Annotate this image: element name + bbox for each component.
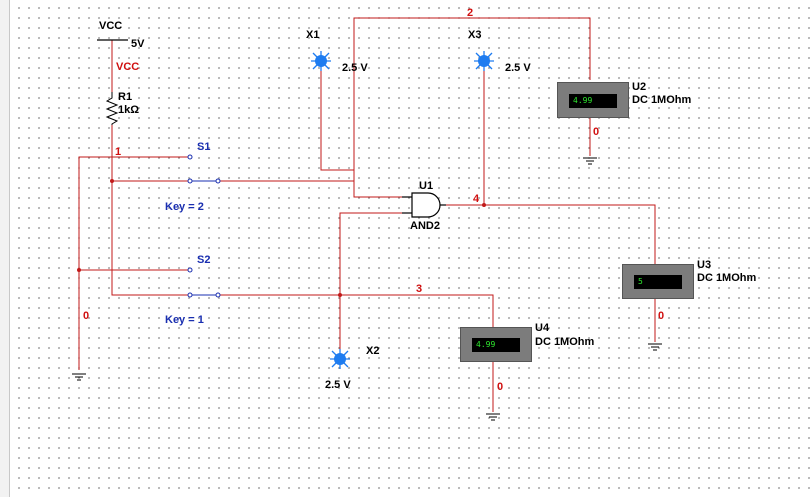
ground-symbol	[583, 157, 597, 165]
net-label-1: 1	[115, 146, 122, 158]
vcc-net-label: VCC	[116, 61, 140, 73]
voltmeter-u4[interactable]: 4.99	[460, 327, 532, 362]
u2-mode: DC 1MOhm	[632, 94, 692, 106]
vcc-label: VCC	[99, 20, 123, 32]
wire-net-2-gate[interactable]	[353, 181, 412, 198]
wire-net-1[interactable]	[78, 156, 190, 370]
u3-ground-net-label: 0	[658, 310, 665, 322]
r1-name: R1	[118, 91, 133, 103]
x3-voltage: 2.5 V	[505, 62, 531, 74]
wire-net-3-gate[interactable]	[339, 212, 412, 350]
meter-display: 4.99	[472, 338, 520, 352]
r1-value: 1kΩ	[118, 104, 140, 116]
vcc-value: 5V	[131, 38, 145, 50]
s1-key: Key = 2	[165, 201, 204, 213]
u2-ground-net-label: 0	[593, 126, 600, 138]
u3-name: U3	[697, 259, 712, 271]
u2-name: U2	[632, 81, 647, 93]
switch-s1[interactable]	[187, 154, 221, 184]
ground-symbol	[648, 343, 662, 351]
junction-dot	[77, 268, 81, 272]
net-label-3: 3	[416, 283, 423, 295]
meter-display: 5	[634, 275, 682, 289]
s1-name: S1	[197, 141, 211, 153]
u4-ground-net-label: 0	[497, 381, 504, 393]
u1-type: AND2	[410, 220, 440, 232]
switch-s2[interactable]	[187, 267, 221, 298]
lamp-x3[interactable]	[474, 51, 494, 71]
junction-dot	[110, 179, 114, 183]
meter-display: 4.99	[569, 94, 617, 108]
net-label-4: 4	[473, 193, 480, 205]
wire-net-3[interactable]	[218, 294, 494, 328]
resistor-r1[interactable]	[105, 92, 119, 125]
net-label-0: 0	[83, 310, 90, 322]
s2-name: S2	[197, 254, 211, 266]
x3-name: X3	[468, 29, 482, 41]
lamp-x1[interactable]	[311, 51, 331, 71]
x1-voltage: 2.5 V	[342, 62, 368, 74]
x1-name: X1	[306, 29, 320, 41]
u4-mode: DC 1MOhm	[535, 336, 595, 348]
wire-net-4[interactable]	[446, 204, 656, 264]
voltmeter-u2[interactable]: 4.99	[557, 82, 629, 118]
and-gate-u1[interactable]	[402, 192, 446, 218]
wire-net-2-s1[interactable]	[218, 17, 591, 182]
ground-symbol	[72, 373, 86, 381]
s2-key: Key = 1	[165, 314, 204, 326]
net-label-2: 2	[467, 7, 474, 19]
junction-dot	[338, 293, 342, 297]
ground-symbol	[486, 413, 500, 421]
u1-name: U1	[419, 180, 434, 192]
junction-dot	[482, 203, 486, 207]
x2-voltage: 2.5 V	[325, 379, 351, 391]
u3-mode: DC 1MOhm	[697, 272, 757, 284]
wire-net-2-x1[interactable]	[320, 70, 354, 171]
x2-name: X2	[366, 345, 380, 357]
voltmeter-u3[interactable]: 5	[622, 264, 694, 299]
lamp-x2[interactable]	[330, 349, 350, 369]
u4-name: U4	[535, 322, 550, 334]
canvas-left-edge	[0, 0, 10, 497]
